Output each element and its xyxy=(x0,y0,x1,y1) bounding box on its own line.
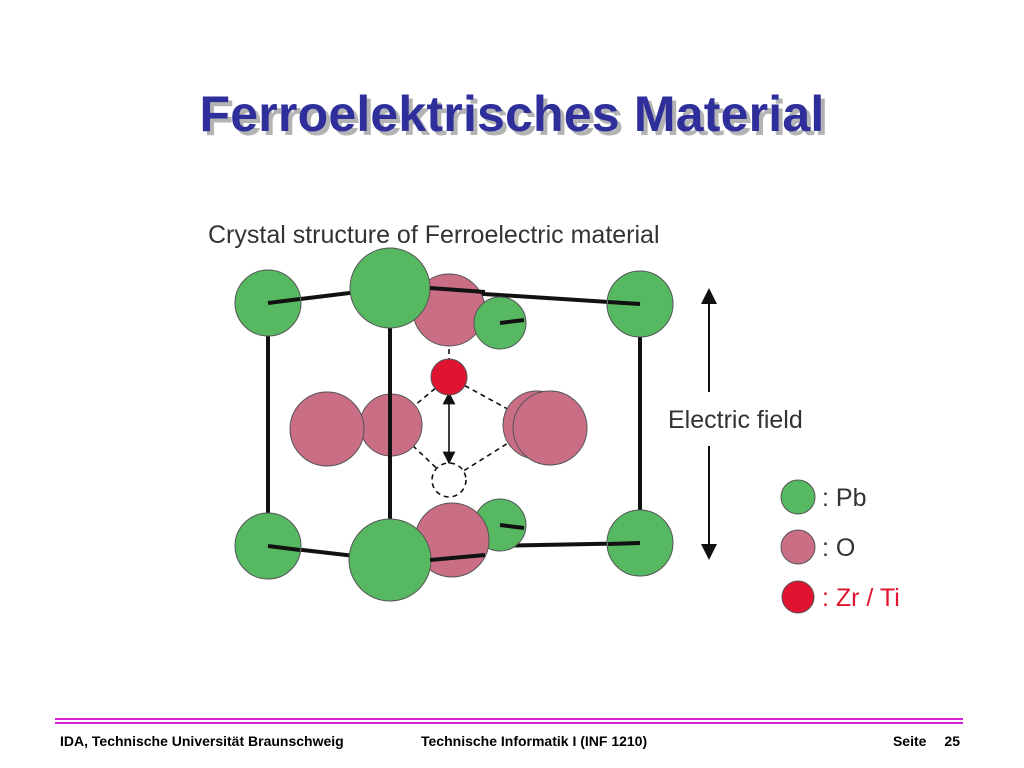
bond-stub-mid-top xyxy=(499,318,525,325)
footer-course: Technische Informatik I (INF 1210) xyxy=(421,733,648,749)
legend-label-o: : O xyxy=(822,534,855,562)
lead-atom-front-top-middle xyxy=(349,247,431,329)
bond-stub-mid-bottom xyxy=(499,523,525,530)
legend-item-pb: : Pb xyxy=(780,479,866,515)
atom-legend: : Pb : O : Zr / Ti xyxy=(780,479,900,614)
footer-page-number: 25 xyxy=(944,733,960,749)
oxygen-atom-left-front xyxy=(289,391,365,467)
footer-page: Seite 25 xyxy=(893,732,960,750)
bond-stub-top-right xyxy=(607,300,641,306)
bond-stub-bottom-o xyxy=(429,553,486,562)
bond-stub-bottom-left xyxy=(267,544,301,552)
legend-item-o: : O xyxy=(780,529,855,565)
electric-field-indicator: Electric field xyxy=(668,288,803,560)
legend-swatch-pb xyxy=(780,479,816,515)
zr-ti-atom xyxy=(430,358,468,396)
slide-title: Ferroelektrisches Material Ferroelektris… xyxy=(0,78,1024,150)
zr-ti-lower-site xyxy=(431,462,467,498)
figure-caption: Crystal structure of Ferroelectric mater… xyxy=(208,221,660,249)
footer-institution: IDA, Technische Universität Braunschweig xyxy=(60,733,344,749)
footer-page-label: Seite xyxy=(892,733,927,749)
legend-label-pb: : Pb xyxy=(822,484,866,512)
crystal-structure-figure: Crystal structure of Ferroelectric mater… xyxy=(208,221,900,614)
bond-stub-top-left xyxy=(267,297,301,305)
lead-atom-front-bottom-middle xyxy=(348,518,432,602)
legend-swatch-o xyxy=(780,529,816,565)
footer-rule-bottom xyxy=(55,722,963,724)
oxygen-atom-right-front xyxy=(512,390,588,466)
slide-title-text: Ferroelektrisches Material xyxy=(199,86,825,142)
legend-swatch-zr-ti xyxy=(781,580,815,614)
legend-label-zr-ti: : Zr / Ti xyxy=(822,584,900,612)
electric-field-label: Electric field xyxy=(668,406,803,434)
bond-stubs xyxy=(267,286,641,562)
legend-item-zr-ti: : Zr / Ti xyxy=(781,580,900,614)
slide-title-shadow: Ferroelektrisches Material xyxy=(203,90,829,146)
footer-rule-top xyxy=(55,718,963,720)
bond-stub-bottom-right xyxy=(607,541,641,546)
bond-stub-top-o xyxy=(429,286,486,294)
